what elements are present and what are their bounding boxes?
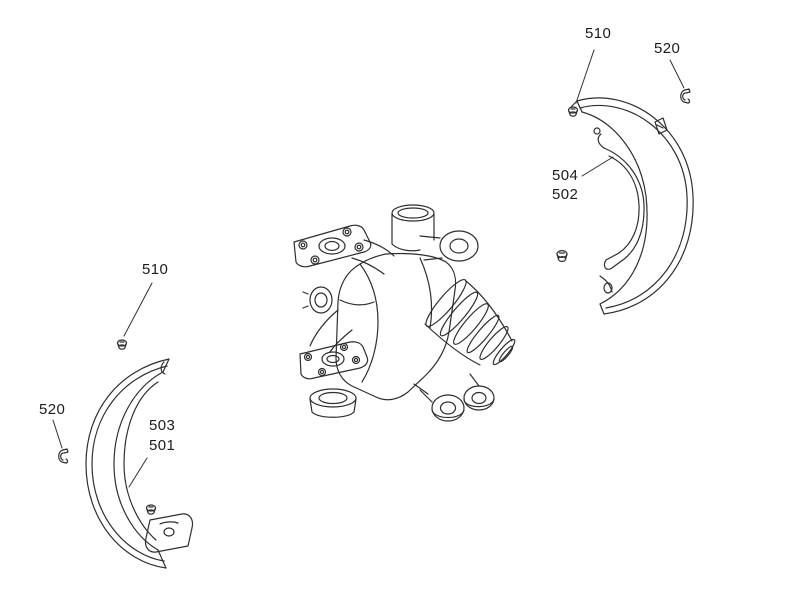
dust-shield-right (570, 97, 694, 315)
leader-lines (52, 49, 685, 488)
screw-510-left (116, 339, 128, 350)
clip-520-left (58, 448, 69, 464)
part-label-503: 503 (149, 417, 176, 434)
screw-510-right (567, 106, 579, 117)
part-label-520-right: 520 (654, 40, 681, 57)
screw-shield-left (145, 504, 157, 515)
knuckle-assembly (293, 204, 516, 422)
part-label-504: 504 (552, 167, 579, 184)
part-label-501: 501 (149, 437, 176, 454)
part-label-502: 502 (552, 186, 579, 203)
clip-520-right (680, 88, 691, 104)
bolt-510-right-loose (556, 250, 568, 263)
dust-shield-left (85, 358, 194, 569)
part-label-510-left: 510 (142, 261, 169, 278)
part-label-510-right: 510 (585, 25, 612, 42)
part-label-520-left: 520 (39, 401, 66, 418)
